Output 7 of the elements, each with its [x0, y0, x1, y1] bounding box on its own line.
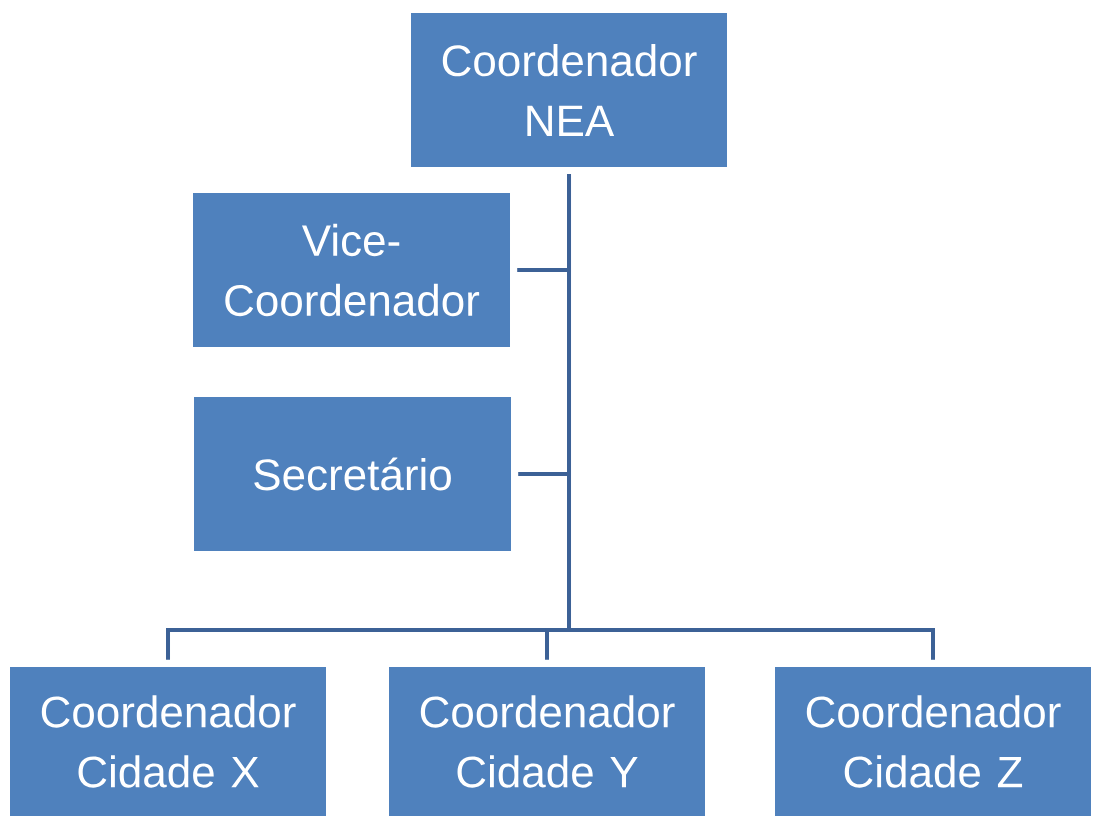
connector — [567, 174, 935, 660]
org-box: Coordenador Cidade Y — [389, 667, 705, 816]
org-box: Secretário — [194, 397, 511, 551]
org-box: Coordenador Cidade Z — [775, 667, 1091, 816]
org-box: Vice-Coordenador — [193, 193, 510, 347]
org-box: Coordenador NEA — [411, 13, 727, 167]
org-box: Coordenador Cidade X — [10, 667, 326, 816]
